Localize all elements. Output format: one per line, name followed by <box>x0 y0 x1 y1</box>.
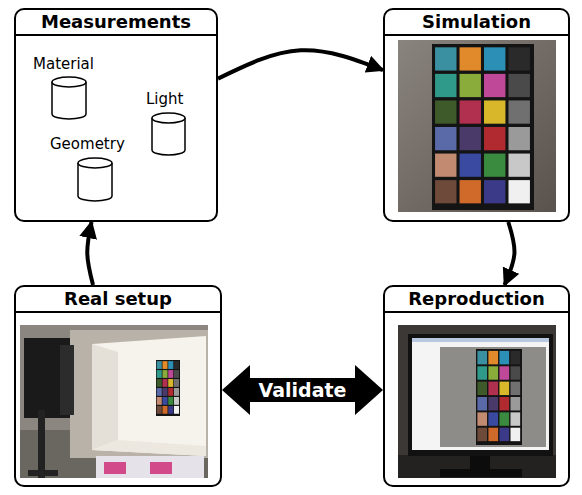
panel-heading: Reproduction <box>385 287 568 313</box>
flow-arrow <box>87 222 93 285</box>
flow-arrow <box>505 222 515 285</box>
panel-heading: Real setup <box>16 287 220 313</box>
flow-arrow <box>218 50 383 78</box>
part-label: Material <box>33 55 94 73</box>
panel-box: Reproduction <box>383 285 570 487</box>
monitor-photo <box>398 325 556 478</box>
panel-heading: Measurements <box>16 10 216 36</box>
panel-box: Real setup <box>14 285 222 487</box>
panel-heading: Simulation <box>385 10 568 36</box>
panel-box: Simulation <box>383 8 570 222</box>
edge-label: Validate <box>257 379 349 401</box>
panel-box: Measurements <box>14 8 218 222</box>
simulation-render <box>398 40 556 212</box>
double-arrow <box>250 378 355 402</box>
real-setup-photo <box>20 325 208 478</box>
part-label: Geometry <box>50 135 125 153</box>
part-label: Light <box>146 90 183 108</box>
